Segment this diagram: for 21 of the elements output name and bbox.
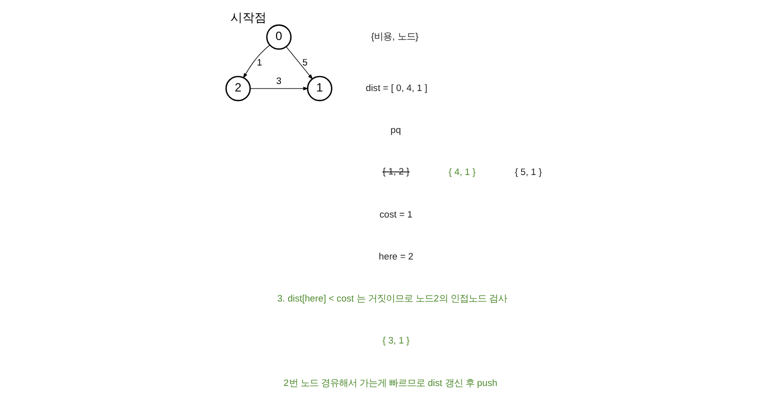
label: { 4, 1 }	[448, 166, 476, 177]
node-circle: 0	[266, 24, 292, 50]
arrow	[243, 44, 270, 78]
label: dist = [ 0, 4, 1 ]	[366, 82, 428, 93]
label: { 1, 2 }	[382, 166, 410, 176]
label: 2번 노드 경유해서 가는게 빠르므로 dist 갱신 후 push	[284, 377, 498, 388]
edge-label: 1	[256, 56, 262, 67]
label: pq	[390, 124, 401, 135]
label: here = 2	[378, 250, 414, 261]
node-circle: 2	[225, 75, 251, 101]
node-label: 시작점	[230, 10, 266, 24]
arrow	[250, 86, 309, 90]
node-circle: 1	[306, 75, 332, 101]
label: { 5, 1 }	[514, 166, 542, 177]
label: 3. dist[here] < cost 는 거짓이므로 노드2의 인접노드 검사	[277, 293, 508, 304]
label: {비용, 노드}	[371, 31, 419, 42]
label: { 3, 1 }	[382, 335, 410, 346]
edge-label: 5	[302, 56, 308, 67]
arrow	[286, 46, 313, 80]
edge-label: 3	[276, 75, 282, 86]
label: cost = 1	[379, 208, 412, 219]
